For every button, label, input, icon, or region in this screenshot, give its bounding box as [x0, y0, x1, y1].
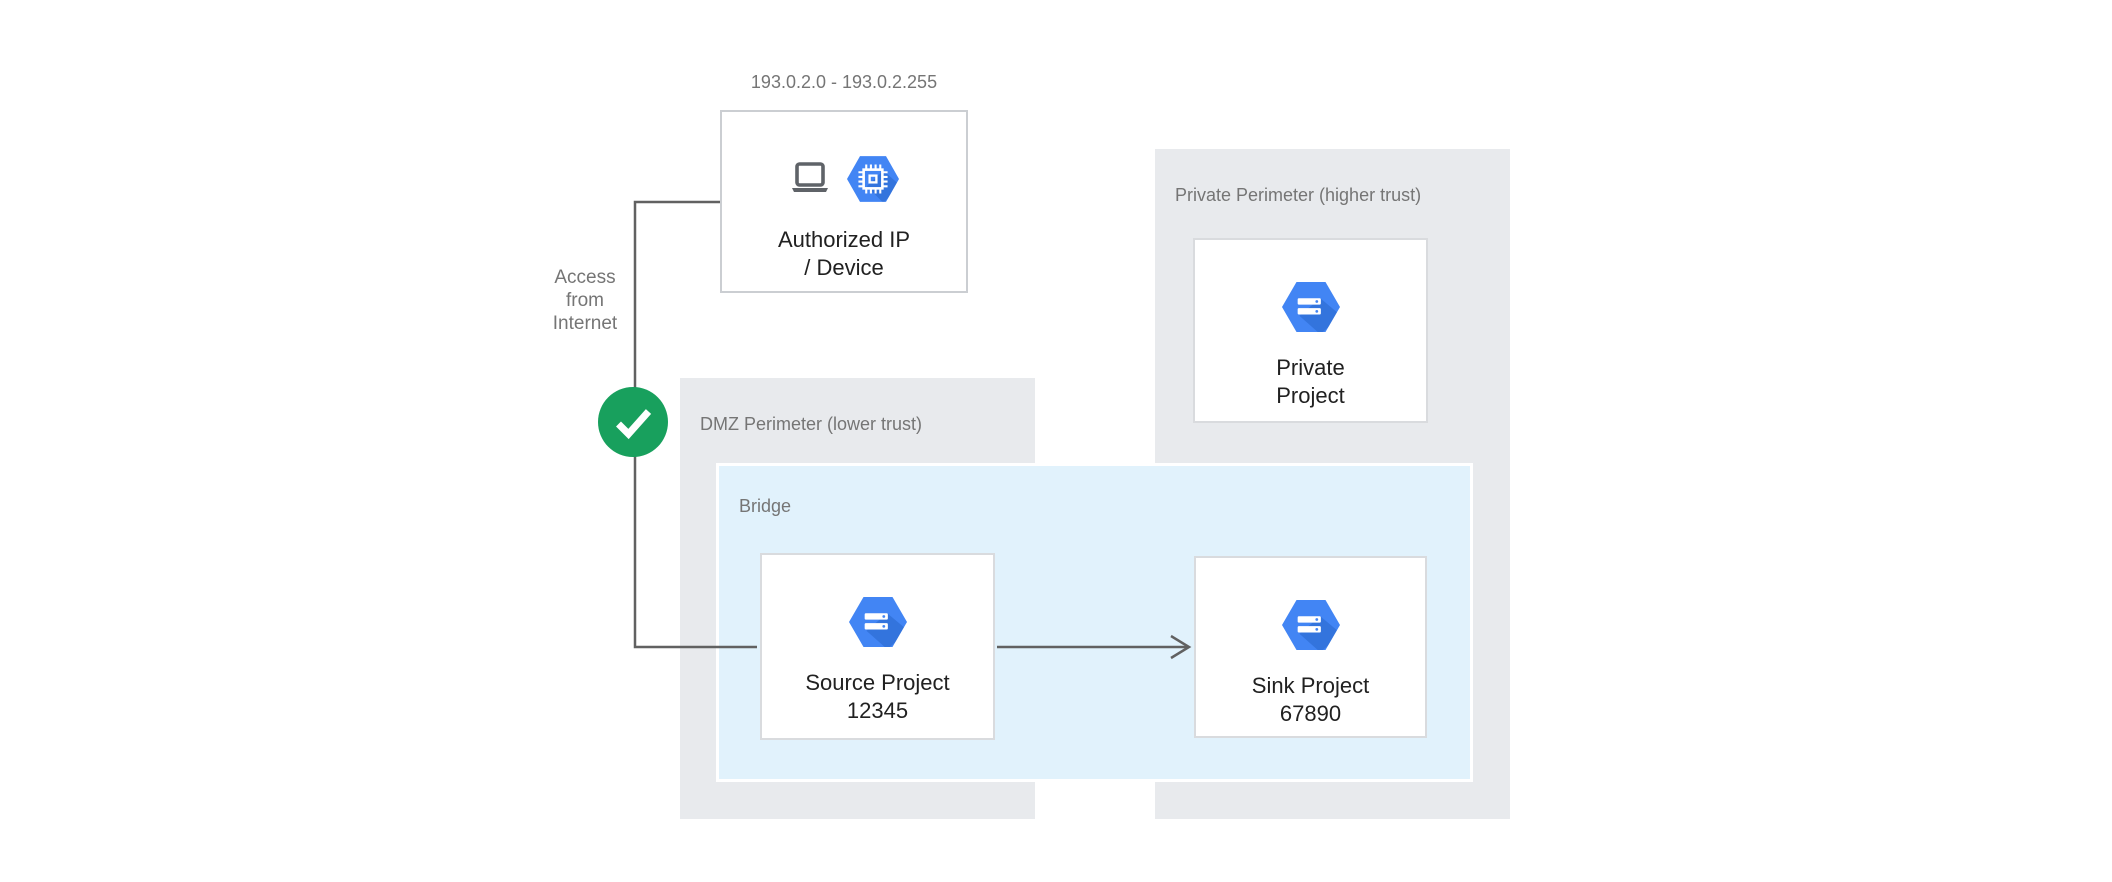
- sink-node-title-line2: 67890: [1279, 701, 1342, 726]
- authorized-node-title-line2: / Device: [804, 255, 884, 280]
- sink-node-title: Sink Project 67890: [1196, 672, 1425, 728]
- check-icon: [616, 409, 652, 440]
- private-node-title-line2: Project: [1276, 383, 1345, 408]
- chip-hexagon-icon: [847, 156, 899, 202]
- bridge-label: Bridge: [739, 496, 792, 516]
- authorized-node-title-line1: Authorized IP: [777, 227, 911, 252]
- laptop-icon: [792, 162, 828, 192]
- private-node-icons: [1195, 281, 1426, 333]
- source-node-icons: [762, 596, 993, 648]
- authorized-ip-device-node: Authorized IP / Device: [720, 110, 968, 293]
- sink-node-icons: [1196, 599, 1425, 651]
- ip-range-label: 193.0.2.0 - 193.0.2.255: [750, 72, 938, 92]
- source-node-title-line1: Source Project: [805, 670, 950, 695]
- access-allowed-check-badge: [598, 387, 668, 457]
- private-perimeter-label: Private Perimeter (higher trust): [1175, 185, 1422, 205]
- access-from-internet-label: Access from Internet: [552, 267, 618, 334]
- authorized-node-title: Authorized IP / Device: [722, 226, 966, 282]
- sink-node-title-line1: Sink Project: [1251, 673, 1370, 698]
- project-hexagon-icon: [848, 597, 907, 647]
- source-project-node: Source Project 12345: [760, 553, 995, 740]
- sink-project-node: Sink Project 67890: [1194, 556, 1427, 738]
- source-node-title: Source Project 12345: [762, 669, 993, 725]
- project-hexagon-icon: [1281, 282, 1340, 332]
- project-hexagon-icon: [1281, 600, 1340, 650]
- private-node-title: Private Project: [1195, 354, 1426, 410]
- authorized-node-icons: [722, 153, 966, 205]
- dmz-perimeter-label: DMZ Perimeter (lower trust): [700, 414, 923, 434]
- private-node-title-line1: Private: [1276, 355, 1345, 380]
- private-project-node: Private Project: [1193, 238, 1428, 423]
- source-node-title-line2: 12345: [846, 698, 909, 723]
